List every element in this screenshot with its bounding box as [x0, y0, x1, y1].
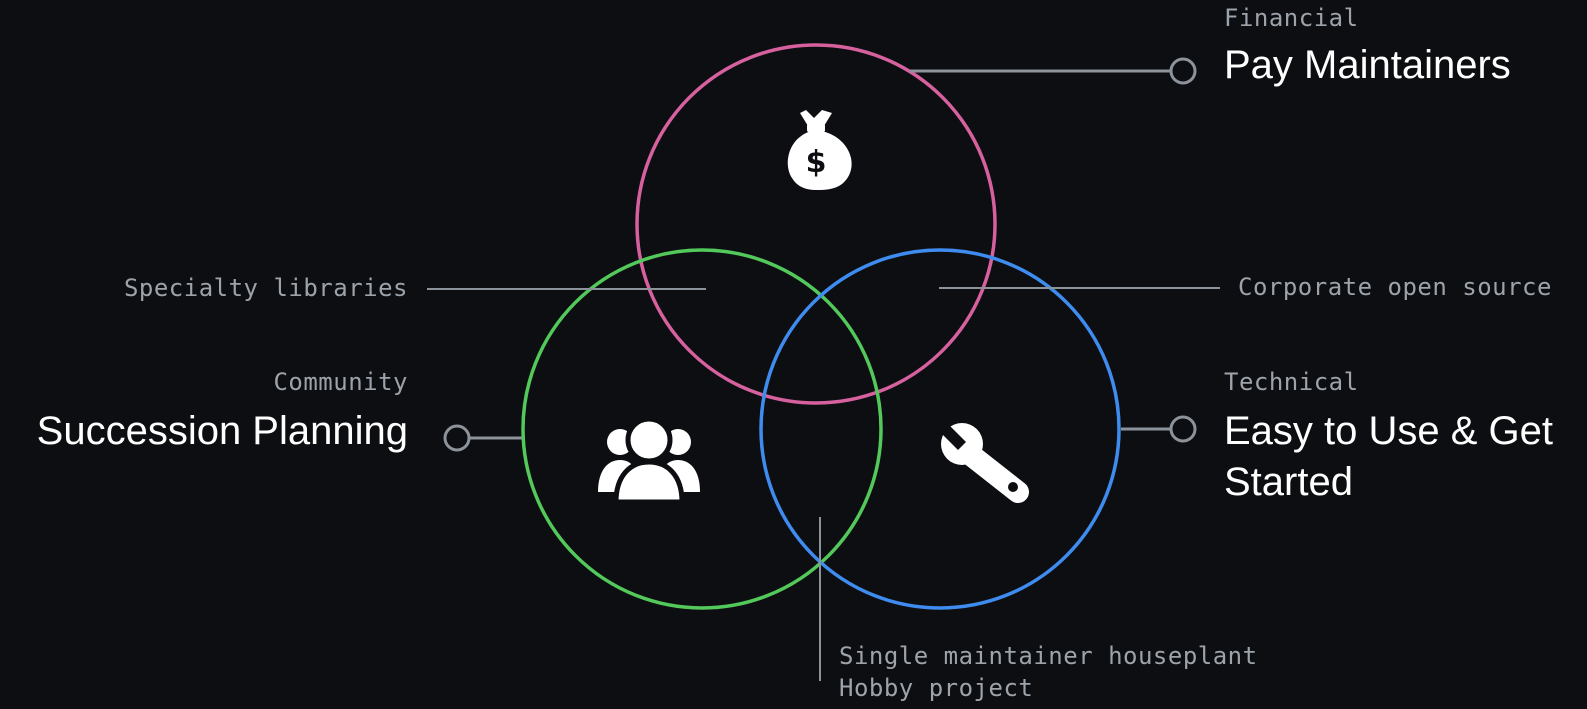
people-group-icon — [598, 416, 700, 505]
svg-text:$: $ — [806, 145, 827, 180]
financial-connector-dot — [1169, 57, 1197, 85]
wrench-icon — [936, 420, 1029, 503]
technical-title-line1: Easy to Use & Get — [1224, 409, 1554, 453]
technical-title-line2: Started — [1224, 460, 1353, 504]
hobby-project-label: Hobby project — [839, 674, 1034, 702]
houseplant-label: Single maintainer houseplant — [839, 642, 1258, 670]
technical-connector-dot — [1169, 415, 1197, 443]
community-connector-dot — [443, 424, 471, 452]
community-category-label: Community — [273, 368, 408, 396]
financial-category-label: Financial — [1224, 4, 1359, 32]
community-title: Succession Planning — [36, 409, 408, 453]
financial-circle — [635, 43, 997, 405]
community-circle — [521, 248, 883, 610]
financial-title: Pay Maintainers — [1224, 43, 1511, 87]
money-bag-icon: $ — [787, 110, 852, 190]
corporate-open-source-label: Corporate open source — [1238, 273, 1552, 301]
technical-category-label: Technical — [1224, 368, 1359, 396]
technical-circle — [759, 248, 1121, 610]
specialty-libraries-label: Specialty libraries — [123, 274, 408, 302]
